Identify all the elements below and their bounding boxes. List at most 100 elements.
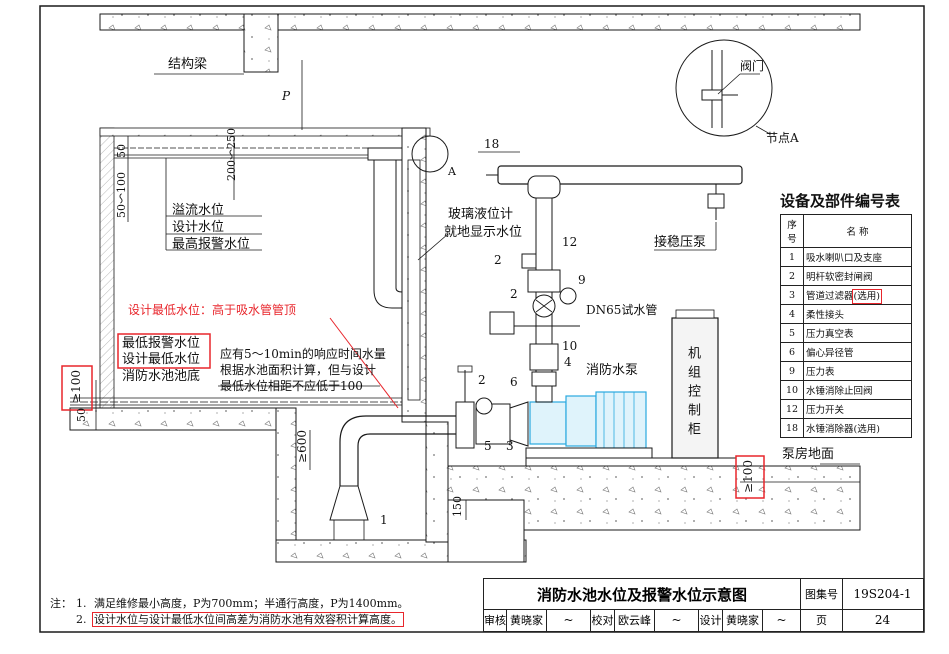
fire-pump bbox=[529, 391, 647, 449]
pool-bottom-slab bbox=[69, 407, 291, 431]
pipe-18-label: 18 bbox=[484, 137, 500, 151]
water-hammer-check-valve bbox=[529, 343, 559, 371]
item-10-label: 10 bbox=[562, 339, 578, 353]
suction-bell bbox=[329, 485, 369, 521]
node-a-ref-label: A bbox=[448, 165, 456, 178]
pump-base-2 bbox=[525, 457, 737, 467]
reviewer-name: 黄晓家 bbox=[506, 609, 546, 631]
valve-label: 阀门 bbox=[740, 59, 765, 73]
dim-200-250-label: 200～250 bbox=[225, 128, 238, 181]
table-cell-no: 2 bbox=[780, 266, 804, 286]
local-display-label: 就地显示水位 bbox=[444, 225, 523, 240]
table-cell-no: 3 bbox=[780, 285, 804, 305]
note-2-number: 2. bbox=[76, 613, 87, 626]
note-line1-label: 应有5～10min的响应时间水量 bbox=[220, 347, 386, 361]
stabilizer-pump-label: 接稳压泵 bbox=[654, 235, 707, 250]
eccentric-reducer bbox=[509, 401, 529, 447]
title-block-row-2: 审核 黄晓家 ~ 校对 欧云峰 ~ 设计 黄晓家 ~ 页 24 bbox=[484, 609, 923, 631]
note-2-text: 设计水位与设计最低水位间高差为消防水池有效容积计算高度。 bbox=[92, 612, 404, 627]
note-line3-label: 最低水位相距不应低于100 bbox=[220, 379, 363, 393]
note-1-number: 1. bbox=[76, 597, 87, 610]
pressure-gauge bbox=[559, 287, 577, 305]
item-6-label: 6 bbox=[510, 375, 518, 389]
table-cell-no: 18 bbox=[780, 418, 804, 438]
dim-150-label: 150 bbox=[451, 496, 464, 517]
table-cell-name: 明杆软密封闸阀 bbox=[803, 266, 912, 286]
page-number: 24 bbox=[842, 609, 922, 631]
table-cell-no: 4 bbox=[780, 304, 804, 324]
red-box-levels bbox=[117, 333, 211, 369]
dim-50-label: 50 bbox=[115, 144, 128, 158]
sump-pit-wall bbox=[275, 407, 297, 561]
overflow-level-label: 溢流水位 bbox=[172, 203, 225, 218]
item-2a-label: 2 bbox=[494, 253, 502, 267]
table-cell-no: 9 bbox=[780, 361, 804, 381]
red-box-right-ge100 bbox=[735, 455, 765, 499]
pool-bottom-label: 消防水池池底 bbox=[122, 369, 201, 384]
structural-beam-label: 结构梁 bbox=[168, 57, 208, 72]
page-label: 页 bbox=[800, 609, 842, 631]
node-a-circle bbox=[411, 135, 449, 173]
dim-50-left-label: 50 bbox=[75, 408, 88, 422]
drawing-frame bbox=[39, 5, 925, 633]
ceiling-slab bbox=[99, 13, 861, 31]
table-cell-name-text: 管道过滤器 bbox=[806, 291, 854, 302]
item-9-label: 9 bbox=[578, 273, 586, 287]
table-header-row: 序号 名 称 bbox=[780, 214, 912, 248]
glass-gauge-label: 玻璃液位计 bbox=[448, 207, 514, 222]
designer-name: 黄晓家 bbox=[722, 609, 762, 631]
item-4-label: 4 bbox=[564, 355, 572, 369]
overflow-pipe-inner bbox=[395, 160, 403, 293]
design-level-label: 设计水位 bbox=[172, 220, 225, 235]
node-a-label: 节点A bbox=[766, 131, 799, 145]
dim-ge600-label: ≥600 bbox=[295, 430, 309, 463]
pressure-switch bbox=[521, 253, 537, 269]
item-2b-label: 2 bbox=[510, 287, 518, 301]
table-cell-name: 压力真空表 bbox=[803, 323, 912, 343]
overflow-pipe bbox=[373, 160, 402, 309]
table-cell-name: 压力开关 bbox=[803, 399, 912, 419]
suction-bell-support bbox=[333, 519, 365, 541]
table-cell-name: 管道过滤器(选用) bbox=[803, 285, 912, 305]
p-dimension-label: P bbox=[282, 89, 291, 103]
table-cell-no: 5 bbox=[780, 323, 804, 343]
table-cell-name: 偏心异径管 bbox=[803, 342, 912, 362]
table-cell-name: 水锤消除止回阀 bbox=[803, 380, 912, 400]
table-cell-name: 水锤消除器(选用) bbox=[803, 418, 912, 438]
sump-pit-right-wall bbox=[425, 421, 449, 543]
suction-gate-valve bbox=[455, 401, 475, 449]
design-label: 设计 bbox=[698, 609, 722, 631]
notes-prefix: 注： bbox=[50, 597, 72, 610]
dim-ge100-label: ≥100 bbox=[69, 370, 83, 403]
item-5-label: 5 bbox=[484, 439, 492, 453]
min-alarm-level-label: 最低报警水位 bbox=[122, 336, 201, 351]
stabilizer-valve bbox=[707, 193, 725, 209]
vacuum-gauge bbox=[475, 397, 493, 415]
item-12-label: 12 bbox=[562, 235, 578, 249]
min-design-note-label: 设计最低水位：高于吸水管管顶 bbox=[128, 303, 297, 317]
suction-pipe bbox=[339, 415, 456, 486]
fire-pump-label: 消防水泵 bbox=[586, 363, 639, 378]
discharge-gate-valve bbox=[527, 269, 561, 293]
control-cabinet-label: 机组控制柜 bbox=[685, 346, 700, 441]
checker-name: 欧云峰 bbox=[614, 609, 654, 631]
pool-wall-left bbox=[99, 127, 115, 419]
dim-50-100-label: 50～100 bbox=[115, 172, 128, 218]
note-line2-label: 根据水池面积计算，但与设计 bbox=[220, 363, 377, 377]
title-block-row-1: 消防水池水位及报警水位示意图 图集号 19S204-1 bbox=[484, 579, 923, 610]
review-label: 审核 bbox=[484, 614, 506, 627]
dim-ge100-right-label: ≥100 bbox=[741, 460, 755, 493]
drain-pit bbox=[447, 499, 525, 563]
node-a-detail bbox=[675, 39, 773, 137]
